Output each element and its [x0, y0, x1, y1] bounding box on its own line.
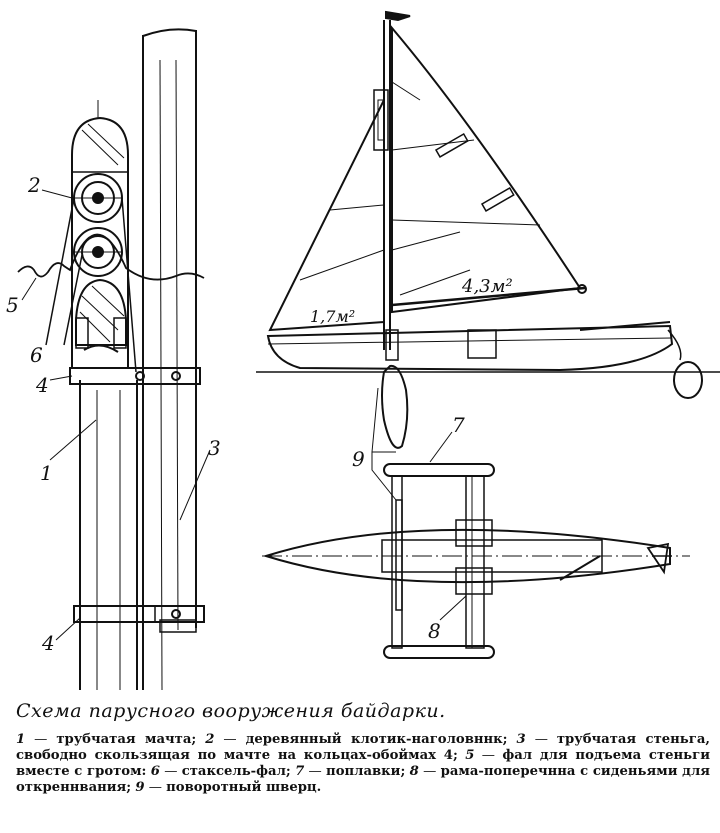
label-9: 9	[352, 447, 365, 471]
label-7: 7	[452, 413, 465, 437]
legend-text: поворотный шверц.	[166, 780, 322, 795]
label-4-upper: 4	[35, 373, 49, 397]
legend-number: 6	[150, 764, 160, 779]
caption-block: Схема парусного вооружения байдарки. 1 —…	[16, 700, 710, 796]
label-3: 3	[208, 436, 221, 460]
legend-number: 8	[409, 764, 419, 779]
jib-area: 1,7м²	[310, 307, 355, 326]
kayak-top-view	[262, 387, 690, 659]
legend-number: 7	[295, 764, 305, 779]
label-2: 2	[27, 173, 41, 197]
caption-title: Схема парусного вооружения байдарки.	[16, 700, 446, 722]
label-4-lower: 4	[41, 631, 55, 655]
legend-number: 1	[16, 732, 26, 747]
legend-number: 2	[205, 732, 215, 747]
sailing-rig-diagram: 2 5 6 4 1 3 4	[6, 10, 720, 690]
mainsail-area: 4,3м²	[461, 276, 513, 297]
legend-text: стаксель-фал;	[181, 764, 291, 779]
legend-text: деревянный клотик-наголовннк;	[245, 732, 508, 747]
legend-text: трубчатая стеньга, свободно скользящая п…	[16, 732, 710, 763]
label-8: 8	[428, 619, 441, 643]
legend-number: 9	[135, 780, 145, 795]
caption-legend: 1 — трубчатая мачта; 2 — деревянный клот…	[16, 732, 710, 795]
label-5: 5	[6, 293, 19, 317]
label-1: 1	[40, 461, 53, 485]
kayak-side-view	[256, 10, 720, 449]
legend-text: фал для подъема стеньги вместе с гротом:	[16, 748, 710, 779]
legend-number: 3	[516, 732, 526, 747]
legend-text: поплавки;	[326, 764, 406, 779]
legend-text: трубчатая мачта;	[56, 732, 197, 747]
mast-head-detail	[17, 28, 211, 690]
legend-text: рама-поперечнна с сиденьями для откреннв…	[16, 764, 710, 795]
legend-number: 5	[465, 748, 475, 763]
label-6: 6	[30, 343, 43, 367]
